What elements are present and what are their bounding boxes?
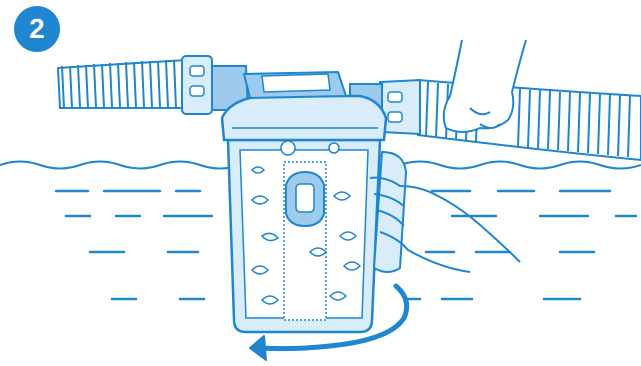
left-hose <box>58 56 248 114</box>
filter-cartridge <box>284 162 326 320</box>
turning-hand <box>370 152 520 272</box>
